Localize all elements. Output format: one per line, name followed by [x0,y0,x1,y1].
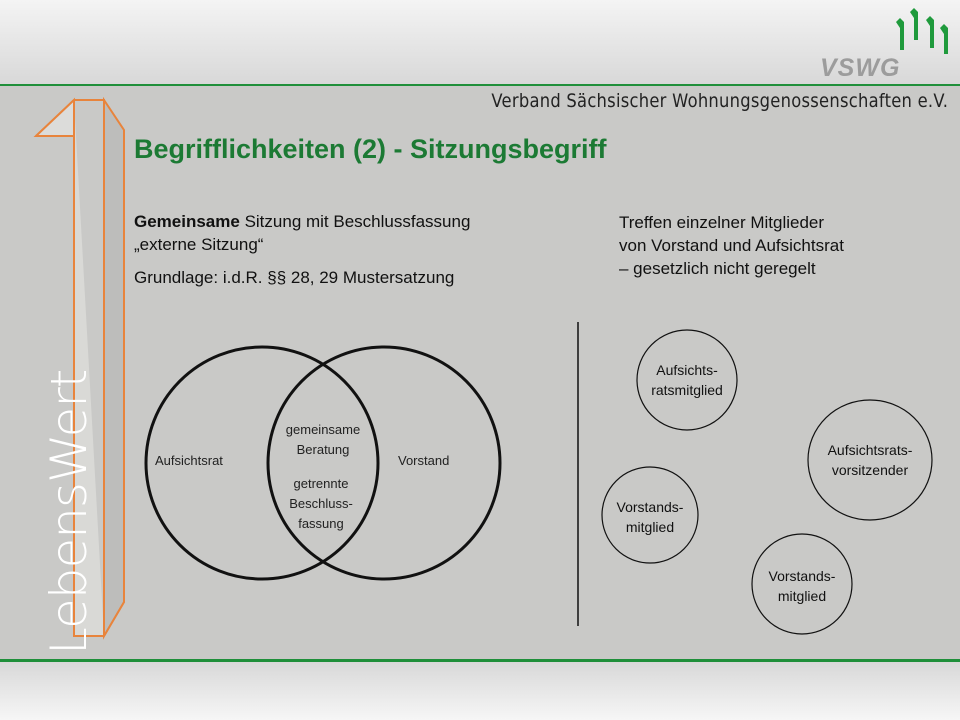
member-circle-3 [601,466,699,564]
left-text-block: Gemeinsame Sitzung mit Beschlussfassung … [134,210,470,289]
footer-divider [0,659,960,662]
header-band [0,0,960,84]
venn-circle-aufsichtsrat [144,345,380,581]
right-text-line2: von Vorstand und Aufsichtsrat [619,236,844,255]
left-text-line1: Gemeinsame Sitzung mit Beschlussfassung [134,212,471,231]
venn-circle-vorstand [266,345,502,581]
slide-title: Begrifflichkeiten (2) - Sitzungsbegriff [134,134,607,164]
venn-label-vorstand: Vorstand [398,453,450,468]
right-text-line3: – gesetzlich nicht geregelt [619,259,816,278]
member-circle-1 [636,329,738,431]
org-name: Verband Sächsischer Wohnungsgenossenscha… [491,90,948,112]
logo-text: VSWG [820,54,901,82]
member-label-1: Aufsichts- ratsmitglied [651,362,723,398]
member-label-2: Aufsichtsrats- vorsitzender [827,442,913,478]
venn-label-aufsichtsrat: Aufsichtsrat [155,453,223,468]
footer-band [0,662,960,720]
member-label-4: Vorstands- mitglied [768,568,836,604]
member-circle-4 [751,533,853,635]
header-divider [0,84,960,87]
left-text-line3: Grundlage: i.d.R. §§ 28, 29 Mustersatzun… [134,268,455,287]
venn-center-bottom: getrennte Beschluss- fassung [289,476,353,531]
right-text-block: Treffen einzelner Mitglieder von Vorstan… [619,211,844,280]
venn-center-top: gemeinsame Beratung [285,422,361,457]
vswg-logo-icon [896,8,948,54]
member-label-3: Vorstands- mitglied [616,499,684,535]
side-ornament [33,96,125,640]
right-text-line1: Treffen einzelner Mitglieder [619,213,825,232]
slide-content-area [0,86,960,660]
left-text-line2: „externe Sitzung“ [134,235,264,254]
member-circle-2 [807,399,933,521]
